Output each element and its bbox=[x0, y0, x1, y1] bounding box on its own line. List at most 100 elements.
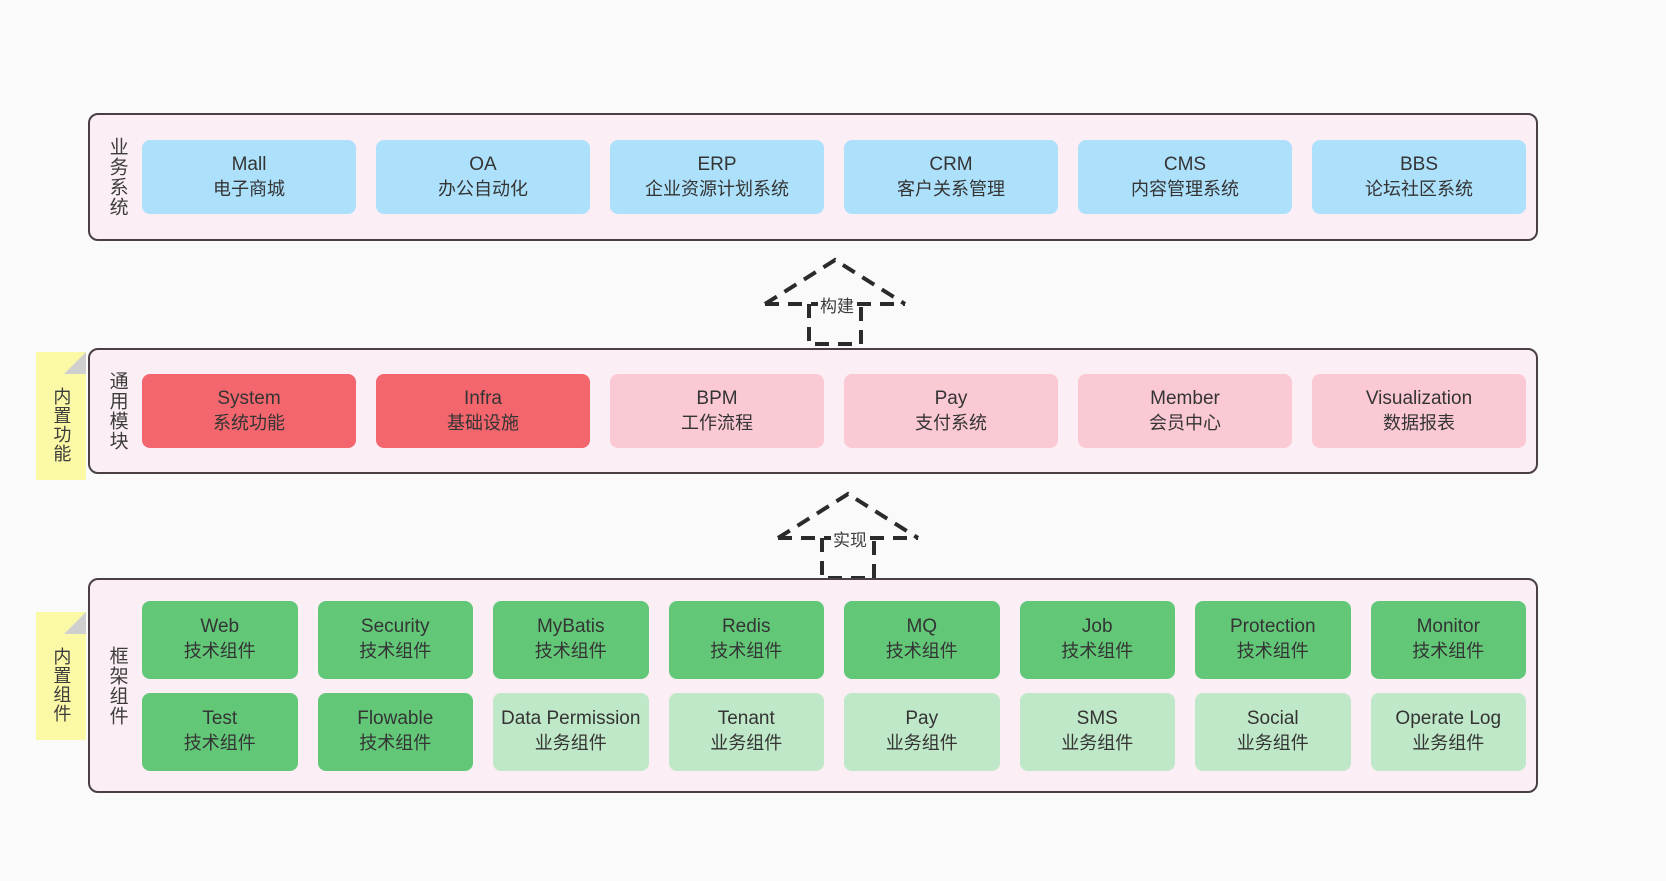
card-infra[interactable]: Infra 基础设施 bbox=[376, 374, 590, 448]
card-mall[interactable]: Mall 电子商城 bbox=[142, 140, 356, 214]
card-sms-desc: 业务组件 bbox=[1061, 733, 1134, 754]
card-mybatis-name: MyBatis bbox=[536, 616, 605, 638]
card-mall-name: Mall bbox=[231, 153, 267, 175]
card-redis[interactable]: Redis 技术组件 bbox=[668, 600, 824, 679]
card-operate-log-name: Operate Log bbox=[1395, 708, 1502, 730]
card-monitor-name: Monitor bbox=[1416, 616, 1480, 638]
card-bpm-desc: 工作流程 bbox=[681, 412, 753, 433]
layer-business-system-body: Mall 电子商城 OA 办公自动化 ERP 企业资源计划系统 CRM 客户关系… bbox=[134, 123, 1526, 231]
card-bbs-desc: 论坛社区系统 bbox=[1365, 178, 1473, 199]
layer-business-system[interactable]: 业务系统 Mall 电子商城 OA 办公自动化 ERP 企业资源计划系统 CRM… bbox=[88, 113, 1538, 241]
card-security-desc: 技术组件 bbox=[359, 641, 432, 662]
card-security-name: Security bbox=[360, 616, 430, 638]
card-crm-name: CRM bbox=[929, 153, 973, 175]
card-protection-desc: 技术组件 bbox=[1236, 641, 1309, 662]
card-tenant-desc: 业务组件 bbox=[710, 733, 783, 754]
card-system-name: System bbox=[217, 387, 281, 409]
card-sms[interactable]: SMS 业务组件 bbox=[1019, 692, 1175, 771]
card-test[interactable]: Test 技术组件 bbox=[142, 692, 298, 771]
card-test-desc: 技术组件 bbox=[183, 733, 256, 754]
connector-build-label: 构建 bbox=[818, 292, 856, 317]
card-monitor[interactable]: Monitor 技术组件 bbox=[1370, 600, 1526, 679]
card-mq[interactable]: MQ 技术组件 bbox=[844, 600, 1000, 679]
note-builtin-component: 内置组件 bbox=[36, 612, 86, 740]
card-pay-component[interactable]: Pay 业务组件 bbox=[844, 692, 1000, 771]
card-protection-name: Protection bbox=[1229, 616, 1316, 638]
card-security[interactable]: Security 技术组件 bbox=[317, 600, 473, 679]
card-cms[interactable]: CMS 内容管理系统 bbox=[1078, 140, 1292, 214]
card-tenant[interactable]: Tenant 业务组件 bbox=[668, 692, 824, 771]
card-cms-desc: 内容管理系统 bbox=[1131, 178, 1239, 199]
card-data-permission-desc: 业务组件 bbox=[534, 733, 607, 754]
connector-implement: 实现 bbox=[768, 490, 928, 580]
card-erp-name: ERP bbox=[697, 153, 737, 175]
card-mq-desc: 技术组件 bbox=[885, 641, 958, 662]
card-erp-desc: 企业资源计划系统 bbox=[645, 178, 789, 199]
layer-business-system-label: 业务系统 bbox=[106, 137, 128, 217]
card-visualization-name: Visualization bbox=[1365, 387, 1473, 409]
card-web-name: Web bbox=[200, 616, 240, 638]
card-member-name: Member bbox=[1150, 387, 1220, 409]
card-pay-module[interactable]: Pay 支付系统 bbox=[844, 374, 1058, 448]
card-mall-desc: 电子商城 bbox=[213, 178, 285, 199]
business-card-row: Mall 电子商城 OA 办公自动化 ERP 企业资源计划系统 CRM 客户关系… bbox=[142, 140, 1526, 214]
card-web-desc: 技术组件 bbox=[183, 641, 256, 662]
card-visualization[interactable]: Visualization 数据报表 bbox=[1312, 374, 1526, 448]
card-bpm-name: BPM bbox=[696, 387, 738, 409]
card-data-permission-name: Data Permission bbox=[501, 708, 641, 730]
card-oa-desc: 办公自动化 bbox=[438, 178, 528, 199]
card-pay-component-name: Pay bbox=[905, 708, 939, 730]
note-builtin-function-label: 内置功能 bbox=[51, 387, 72, 463]
card-crm-desc: 客户关系管理 bbox=[897, 178, 1005, 199]
card-member[interactable]: Member 会员中心 bbox=[1078, 374, 1292, 448]
card-monitor-desc: 技术组件 bbox=[1412, 641, 1485, 662]
card-visualization-desc: 数据报表 bbox=[1383, 412, 1455, 433]
card-infra-name: Infra bbox=[463, 387, 503, 409]
card-erp[interactable]: ERP 企业资源计划系统 bbox=[610, 140, 824, 214]
card-pay-component-desc: 业务组件 bbox=[885, 733, 958, 754]
card-flowable-name: Flowable bbox=[357, 708, 434, 730]
card-data-permission[interactable]: Data Permission 业务组件 bbox=[493, 692, 649, 771]
card-pay-module-name: Pay bbox=[934, 387, 968, 409]
card-oa-name: OA bbox=[469, 153, 497, 175]
card-sms-name: SMS bbox=[1076, 708, 1118, 730]
common-card-row: System 系统功能 Infra 基础设施 BPM 工作流程 Pay 支付系统… bbox=[142, 374, 1526, 448]
card-system[interactable]: System 系统功能 bbox=[142, 374, 356, 448]
card-crm[interactable]: CRM 客户关系管理 bbox=[844, 140, 1058, 214]
card-job-desc: 技术组件 bbox=[1061, 641, 1134, 662]
card-infra-desc: 基础设施 bbox=[447, 412, 519, 433]
layer-framework-component-body: Web 技术组件 Security 技术组件 MyBatis 技术组件 Redi… bbox=[134, 588, 1526, 783]
card-flowable-desc: 技术组件 bbox=[359, 733, 432, 754]
card-system-desc: 系统功能 bbox=[213, 412, 285, 433]
layer-framework-component[interactable]: 框架组件 Web 技术组件 Security 技术组件 MyBatis 技术组件… bbox=[88, 578, 1538, 793]
card-job-name: Job bbox=[1081, 616, 1113, 638]
card-cms-name: CMS bbox=[1163, 153, 1207, 175]
note-builtin-function: 内置功能 bbox=[36, 352, 86, 480]
layer-framework-component-label: 框架组件 bbox=[106, 645, 128, 726]
card-mq-name: MQ bbox=[906, 616, 938, 638]
layer-common-module[interactable]: 通用模块 System 系统功能 Infra 基础设施 BPM 工作流程 Pay… bbox=[88, 348, 1538, 474]
card-operate-log-desc: 业务组件 bbox=[1412, 733, 1485, 754]
layer-common-module-body: System 系统功能 Infra 基础设施 BPM 工作流程 Pay 支付系统… bbox=[134, 358, 1526, 464]
framework-tech-row: Web 技术组件 Security 技术组件 MyBatis 技术组件 Redi… bbox=[142, 600, 1526, 679]
card-operate-log[interactable]: Operate Log 业务组件 bbox=[1370, 692, 1526, 771]
card-job[interactable]: Job 技术组件 bbox=[1019, 600, 1175, 679]
card-mybatis-desc: 技术组件 bbox=[534, 641, 607, 662]
card-flowable[interactable]: Flowable 技术组件 bbox=[317, 692, 473, 771]
card-member-desc: 会员中心 bbox=[1149, 412, 1221, 433]
framework-business-row: Test 技术组件 Flowable 技术组件 Data Permission … bbox=[142, 692, 1526, 771]
card-pay-module-desc: 支付系统 bbox=[915, 412, 987, 433]
card-redis-desc: 技术组件 bbox=[710, 641, 783, 662]
card-oa[interactable]: OA 办公自动化 bbox=[376, 140, 590, 214]
card-social-name: Social bbox=[1246, 708, 1299, 730]
card-social[interactable]: Social 业务组件 bbox=[1195, 692, 1351, 771]
card-web[interactable]: Web 技术组件 bbox=[142, 600, 298, 679]
card-protection[interactable]: Protection 技术组件 bbox=[1195, 600, 1351, 679]
card-redis-name: Redis bbox=[721, 616, 771, 638]
card-bbs-name: BBS bbox=[1399, 153, 1439, 175]
card-bbs[interactable]: BBS 论坛社区系统 bbox=[1312, 140, 1526, 214]
card-mybatis[interactable]: MyBatis 技术组件 bbox=[493, 600, 649, 679]
card-bpm[interactable]: BPM 工作流程 bbox=[610, 374, 824, 448]
connector-implement-label: 实现 bbox=[831, 526, 869, 551]
